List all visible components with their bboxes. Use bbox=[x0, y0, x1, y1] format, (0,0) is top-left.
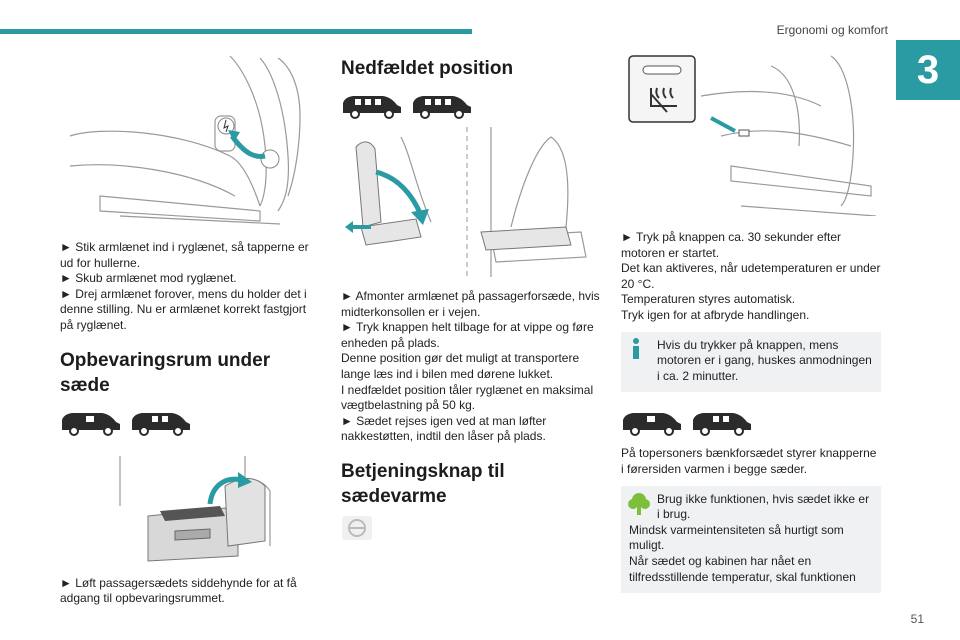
folded-seat-illustration bbox=[345, 127, 587, 277]
heading-folded: Nedfældet position bbox=[341, 58, 514, 79]
eco-text: Brug ikke funktionen, hvis sædet ikke er… bbox=[657, 491, 870, 522]
eco-text: Når sædet og kabinen har nået en tilfred… bbox=[629, 553, 856, 584]
heading-seat-heating: Betjeningsknap til sædevarme bbox=[341, 460, 505, 507]
vehicle-icons bbox=[341, 93, 601, 119]
van-icon bbox=[623, 413, 681, 437]
body-text: Temperaturen styres automatisk. bbox=[621, 292, 796, 307]
step-text: ► Stik armlænet ind i ryglænet, så tappe… bbox=[60, 240, 309, 270]
info-text: Hvis du trykker på knappen, mens motoren… bbox=[657, 337, 872, 383]
armrest-illustration bbox=[69, 55, 301, 225]
van-icon bbox=[343, 96, 401, 119]
page-number: 51 bbox=[910, 612, 924, 626]
column-2: Nedfældet position bbox=[341, 46, 601, 541]
body-text: Tryk igen for at afbryde handlingen. bbox=[621, 307, 810, 322]
vehicle-icons bbox=[60, 410, 320, 436]
heading-storage: Opbevaringsrum under sæde bbox=[60, 349, 271, 396]
vehicle-icons bbox=[621, 410, 881, 437]
heating-button-illustration bbox=[628, 55, 877, 216]
info-icon bbox=[633, 337, 639, 359]
column-1: ► Stik armlænet ind i ryglænet, så tappe… bbox=[60, 46, 320, 607]
van-icon bbox=[62, 412, 120, 436]
van-icon bbox=[132, 412, 190, 436]
body-text: På topersoners bænkforsædet styrer knapp… bbox=[621, 446, 877, 476]
body-text: ► Sædet rejses igen ved at man løfter na… bbox=[341, 413, 547, 444]
body-text: ► Tryk knappen helt tilbage for at vippe… bbox=[341, 320, 594, 350]
body-text: ► Tryk på knappen ca. 30 sekunder efter … bbox=[621, 230, 842, 260]
step-text: ► Drej armlænet forover, mens du holder … bbox=[60, 286, 307, 332]
header-accent-bar bbox=[0, 29, 472, 34]
step-text: ► Skub armlænet mod ryglænet. bbox=[60, 271, 237, 286]
eco-tree-icon bbox=[628, 492, 650, 515]
step-text: ► Løft passagersædets siddehynde for at … bbox=[60, 575, 297, 606]
storage-illustration bbox=[119, 455, 271, 562]
column-3: ► Tryk på knappen ca. 30 sekunder efter … bbox=[621, 46, 881, 594]
van-icon bbox=[413, 96, 471, 119]
body-text: ► Afmonter armlænet på passagerforsæde, … bbox=[341, 289, 600, 319]
info-note: Hvis du trykker på knappen, mens motoren… bbox=[621, 331, 881, 393]
body-text: I nedfældet position tåler ryglænet en m… bbox=[341, 382, 594, 413]
eco-note: Brug ikke funktionen, hvis sædet ikke er… bbox=[621, 485, 881, 594]
van-icon bbox=[693, 413, 751, 437]
chapter-tab: 3 bbox=[896, 40, 960, 100]
body-text: Denne position gør det muligt at transpo… bbox=[341, 351, 580, 381]
body-text: Det kan aktiveres, når udetemperaturen e… bbox=[621, 261, 881, 291]
steering-wheel-icon bbox=[342, 515, 372, 540]
section-title: Ergonomi og komfort bbox=[776, 23, 888, 37]
eco-text: Mindsk varmeintensiteten så hurtigt som … bbox=[629, 522, 844, 553]
